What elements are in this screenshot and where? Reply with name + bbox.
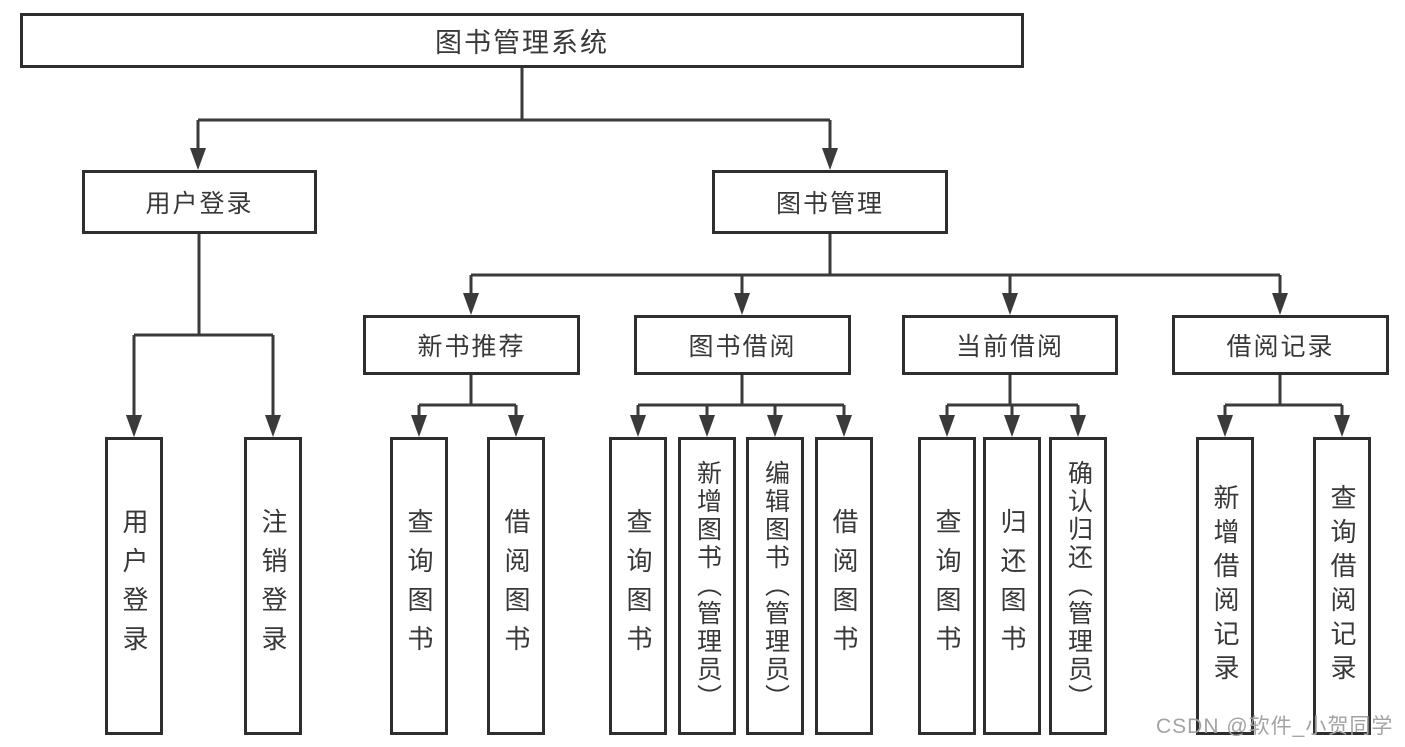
node-label: 借阅图书 [501,508,531,664]
arrow-down-icon [767,415,783,437]
node-label: 用户登录 [145,190,254,218]
connector-current-branch [945,375,1080,417]
node-label: 编辑图书（管理员） [761,460,790,712]
connector-borrow-branch [636,375,846,417]
connector-root-to-level2 [196,68,832,150]
node-current-borrowing: 当前借阅 [902,315,1118,375]
arrow-down-icon [822,148,838,170]
node-label: 归还图书 [997,508,1027,664]
node-label: 查询借阅记录 [1327,484,1357,688]
leaf-query-borrow-record: 查询借阅记录 [1313,437,1371,735]
leaf-query-books-borrow: 查询图书 [609,437,667,735]
connector-bookmgmt-branch [469,234,1282,295]
arrow-down-icon [265,415,281,437]
leaf-add-borrow-record: 新增借阅记录 [1196,437,1254,735]
node-label: 图书借阅 [688,333,797,361]
arrow-down-icon [508,415,524,437]
leaf-logout: 注销登录 [244,437,302,735]
arrow-down-icon [1002,293,1018,315]
arrow-down-icon [699,415,715,437]
node-label: 注销登录 [258,508,288,664]
leaf-add-books-admin: 新增图书（管理员） [678,437,736,735]
arrow-down-icon [190,148,206,170]
arrow-down-icon [1272,293,1288,315]
arrow-down-icon [939,415,955,437]
csdn-watermark: CSDN @软件_小贺同学 [1156,715,1394,738]
node-user-login: 用户登录 [82,170,317,234]
arrow-down-icon [1217,415,1233,437]
arrowheads-level3 [463,293,1288,315]
node-label: 新增图书（管理员） [693,460,722,712]
arrow-down-icon [126,415,142,437]
arrow-down-icon [411,415,427,437]
arrow-down-icon [836,415,852,437]
node-label: 图书管理 [775,190,884,218]
arrow-down-icon [734,293,750,315]
leaf-borrow-books-borrow: 借阅图书 [815,437,873,735]
connector-newbook-branch [417,375,518,417]
leaf-return-books: 归还图书 [983,437,1041,735]
node-borrow-records: 借阅记录 [1172,315,1389,375]
node-book-borrowing: 图书借阅 [634,315,851,375]
leaf-user-login: 用户登录 [105,437,163,735]
arrow-down-icon [463,293,479,315]
arrowheads-level2 [190,148,838,170]
arrow-down-icon [1004,415,1020,437]
node-label: 查询图书 [404,508,434,664]
leaf-query-books-newbook: 查询图书 [390,437,448,735]
arrowheads-leaves [126,415,1350,437]
node-label: 查询图书 [932,508,962,664]
node-label: 借阅记录 [1226,333,1335,361]
arrow-down-icon [1334,415,1350,437]
node-label: 确认归还（管理员） [1064,460,1093,712]
leaf-borrow-books-newbook: 借阅图书 [487,437,545,735]
node-book-management: 图书管理 [712,170,948,234]
node-new-book-recommend: 新书推荐 [363,315,580,375]
arrowheads-userlogin [126,415,281,437]
node-label: 查询图书 [623,508,653,664]
connector-userlogin-branch [132,234,275,417]
connector-record-branch [1223,375,1344,417]
node-system-root: 图书管理系统 [20,13,1024,68]
node-label: 用户登录 [119,508,149,664]
node-label: 借阅图书 [829,508,859,664]
arrow-down-icon [1070,415,1086,437]
node-label: 新增借阅记录 [1210,484,1240,688]
leaf-query-books-current: 查询图书 [918,437,976,735]
leaf-edit-books-admin: 编辑图书（管理员） [746,437,804,735]
leaf-confirm-return-admin: 确认归还（管理员） [1049,437,1107,735]
node-label: 新书推荐 [417,333,526,361]
arrow-down-icon [630,415,646,437]
node-label: 图书管理系统 [435,28,609,58]
node-label: 当前借阅 [955,333,1064,361]
